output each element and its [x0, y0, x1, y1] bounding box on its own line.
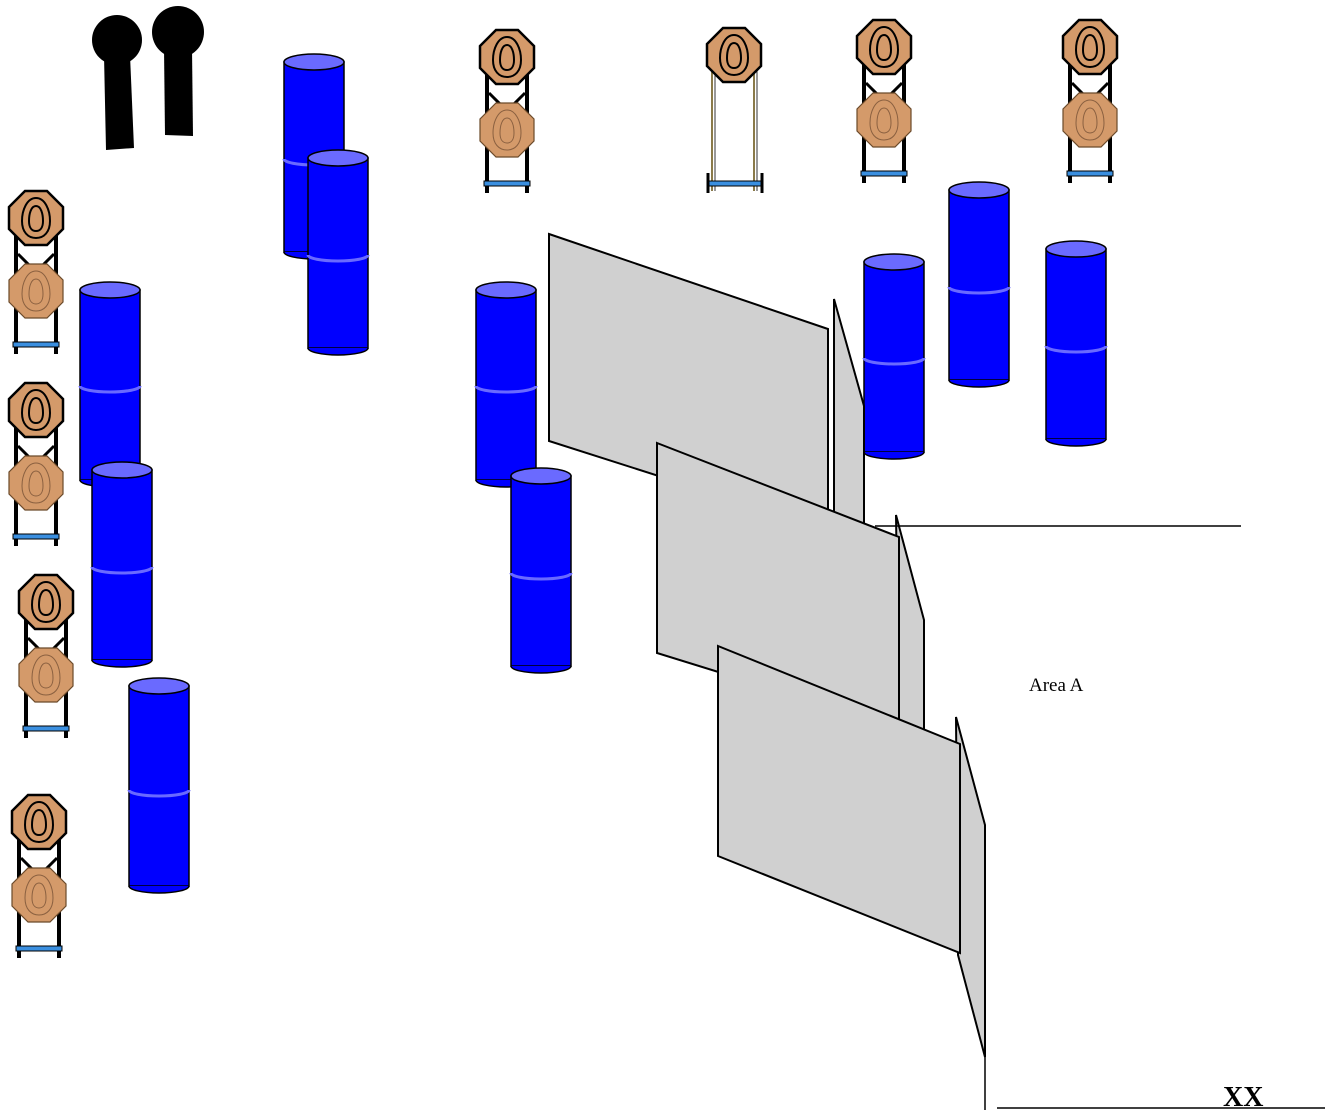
target-stand: [12, 795, 66, 958]
barrel-stack: [509, 467, 573, 674]
target-stand: [857, 20, 911, 183]
target-stand: [9, 383, 63, 546]
barrel-stack: [474, 281, 538, 488]
wall-panel: [717, 644, 986, 1058]
target-stand: [480, 30, 534, 193]
target-stand: [9, 191, 63, 354]
target-stand: [707, 28, 762, 193]
target-stand: [19, 575, 73, 738]
barrel-stack: [1044, 240, 1108, 447]
start-position-label: XX: [1223, 1082, 1263, 1113]
area-label: Area A: [1029, 675, 1084, 696]
wall-panel: [548, 232, 865, 532]
barrel-stack: [947, 181, 1011, 388]
steel-popper: [152, 6, 204, 136]
barrel-stack: [306, 149, 370, 356]
barrel-stack: [127, 677, 191, 894]
barrel-stack: [90, 461, 154, 668]
steel-popper: [92, 15, 142, 150]
target-stand: [1063, 20, 1117, 183]
barrel-stack: [862, 253, 926, 460]
barrel-stack: [78, 281, 142, 488]
